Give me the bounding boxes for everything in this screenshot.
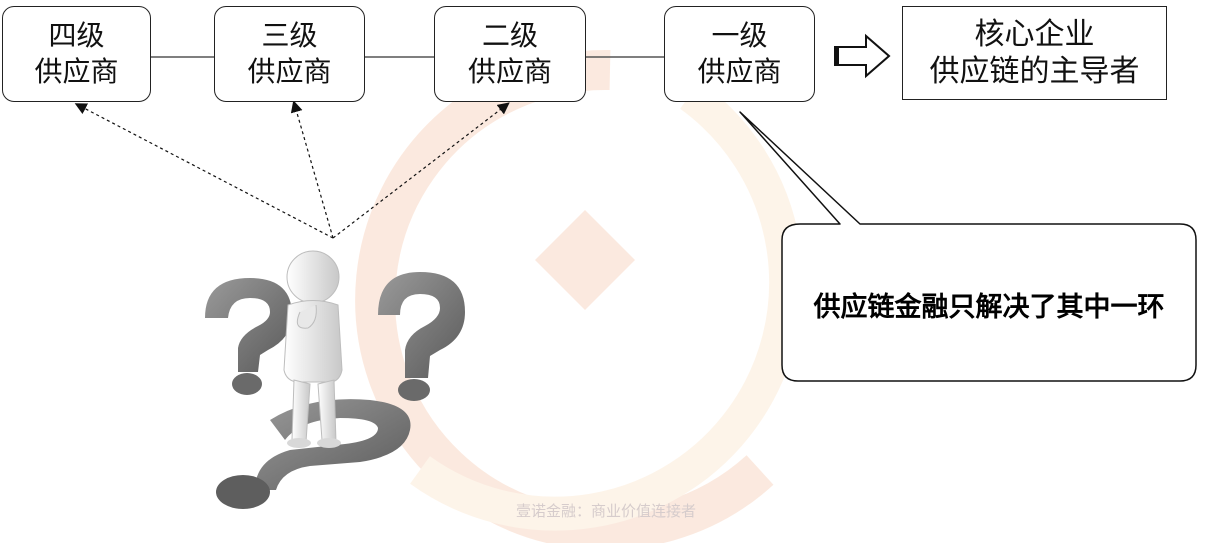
dotted-arrow-to-level2 [332,102,510,239]
question-mark-icon-base [216,399,411,509]
core-enterprise-subtitle: 供应链的主导者 [929,54,1140,89]
callout-bubble [739,111,1197,382]
supplier-level1-box: 一级 供应商 [664,6,815,102]
core-enterprise-box: 核心企业 供应链的主导者 [902,6,1167,100]
supplier-level1-line1: 一级 [711,19,768,52]
supplier-level3-box: 三级 供应商 [214,6,365,102]
supplier-level4-line1: 四级 [48,19,105,52]
dotted-arrow-to-level3 [290,100,334,239]
supplier-level3-line1: 三级 [261,19,318,52]
supplier-level4-box: 四级 供应商 [2,6,151,102]
supplier-level4-line2: 供应商 [34,55,119,88]
question-mark-icon-left [205,278,292,395]
supplier-level2-line1: 二级 [481,19,538,52]
core-enterprise-title: 核心企业 [974,17,1095,52]
supplier-level2-box: 二级 供应商 [434,6,586,102]
supplier-level3-line2: 供应商 [247,55,332,88]
supplier-level1-line2: 供应商 [697,55,782,88]
hollow-arrow-icon [834,33,891,79]
callout-text: 供应链金融只解决了其中一环 [813,292,1165,323]
person-figure [283,250,343,448]
supplier-level2-line2: 供应商 [467,55,552,88]
footer-watermark: 壹诺金融：商业价值连接者 [515,502,696,520]
question-mark-icon-right [378,272,465,401]
